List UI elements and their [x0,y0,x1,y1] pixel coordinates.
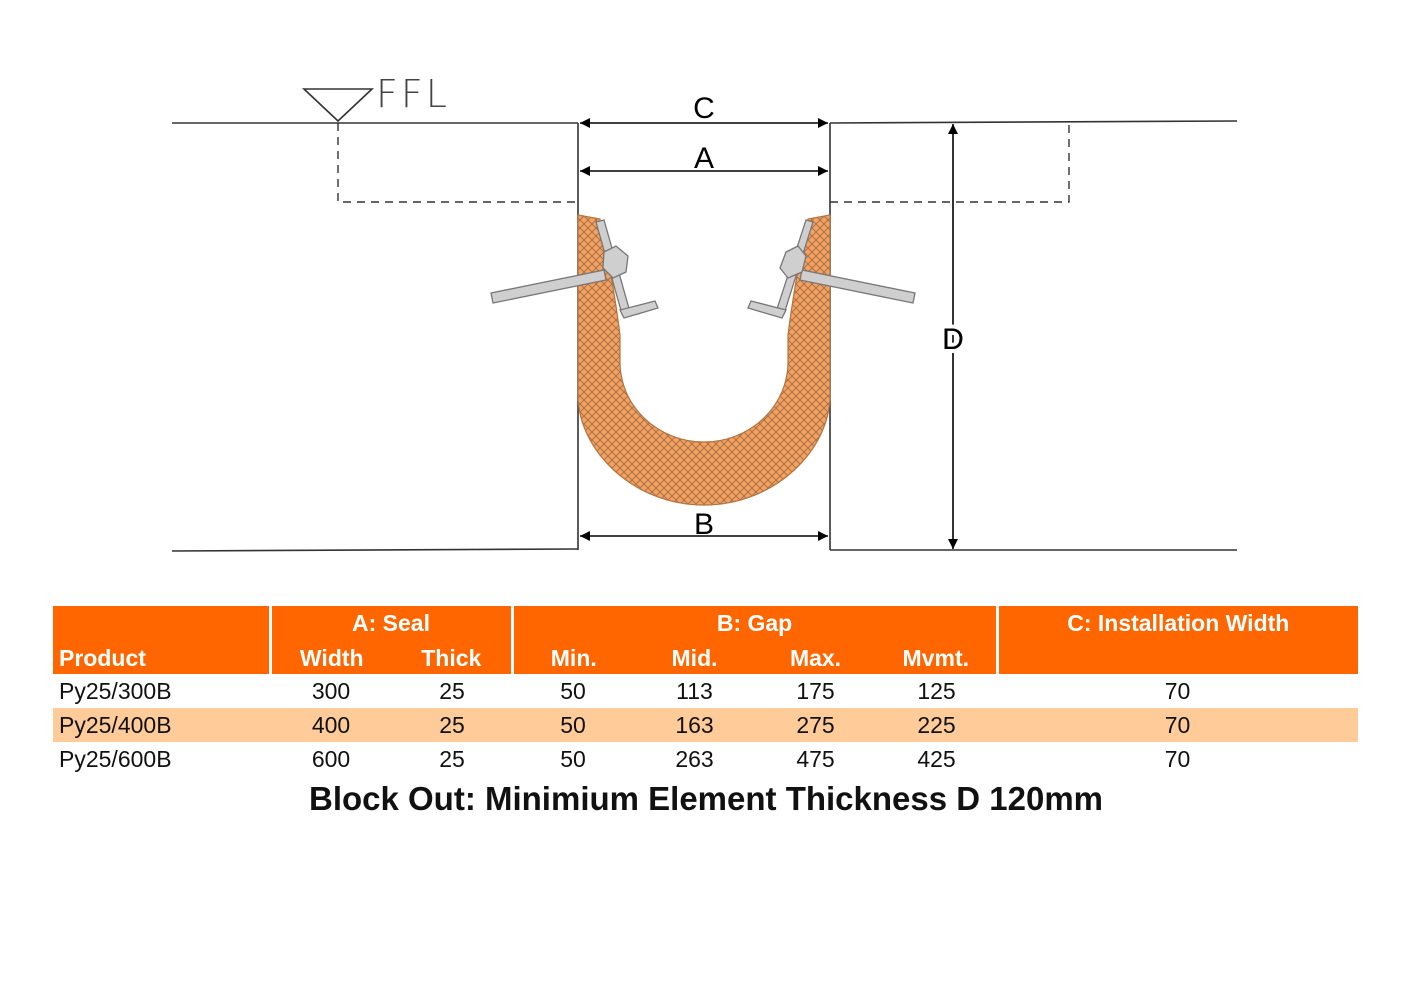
table-group-header-row: A: Seal B: Gap C: Installation Width [53,606,1359,674]
header-product: Product [53,641,270,674]
dim-label-b: B [694,508,714,541]
table-row: Py25/300B 300 25 50 113 175 125 70 [53,674,1358,708]
header-install-width: C: Installation Width [995,606,1359,674]
right-anchor-bracket [747,219,916,319]
header-thick: Thick [392,641,513,674]
header-mvmt: Mvmt. [876,641,998,674]
ffl-label: FFL [376,72,450,116]
dimension-lines [580,118,958,549]
cell-mid: 263 [675,746,714,772]
cell-mvmt: 425 [917,746,956,772]
seal-profile [577,214,831,506]
header-width: Width [268,641,392,674]
table-row: Py25/600B 600 25 50 263 475 425 70 [53,742,1358,776]
cell-max: 275 [755,708,877,742]
cell-max: 175 [796,678,835,704]
cell-install: 70 [997,708,1359,742]
cell-min: 50 [560,678,586,704]
cell-thick: 25 [439,746,465,772]
cell-thick: 25 [439,678,465,704]
cell-width: 600 [311,746,351,772]
header-seal: A: Seal [268,606,513,641]
cell-max: 475 [796,746,835,772]
header-max: Max. [755,641,877,674]
dim-label-c: C [693,92,715,125]
cell-mid: 113 [676,678,713,704]
cell-mid: 163 [634,708,756,742]
cell-width: 400 [270,708,392,742]
header-blank [53,606,270,641]
dim-label-d-text: D [942,323,964,356]
cell-product: Py25/400B [53,708,270,742]
level-triangle-icon [301,88,375,123]
cell-min: 50 [512,708,635,742]
cell-thick: 25 [392,708,513,742]
block-out-dashed-lines [337,123,1070,203]
header-mid: Mid. [634,641,756,674]
cell-install: 70 [1164,746,1191,772]
cell-mvmt: 225 [876,708,998,742]
cell-product: Py25/300B [59,678,172,704]
cell-product: Py25/600B [59,746,172,772]
left-anchor-bracket [490,219,659,319]
cell-min: 50 [560,746,586,772]
expansion-joint-diagram: FFL C A B D D [171,72,1238,552]
dim-label-d: D [942,323,964,356]
ffl-level-marker: FFL [301,72,450,123]
product-spec-table: A: Seal B: Gap C: Installation Width Pro… [53,606,1359,776]
table-sub-header-row: Product Width Thick Min. Mid. Max. Mvmt. [53,641,1358,674]
block-out-note: Block Out: Minimium Element Thickness D … [308,780,1104,817]
dim-label-a: A [694,142,714,175]
header-min: Min. [510,641,635,674]
cell-width: 300 [311,678,351,704]
header-gap: B: Gap [510,606,998,641]
cell-install: 70 [1164,678,1191,704]
cell-mvmt: 125 [917,678,956,704]
table-row: Py25/400B 400 25 50 163 275 225 70 [53,708,1359,742]
